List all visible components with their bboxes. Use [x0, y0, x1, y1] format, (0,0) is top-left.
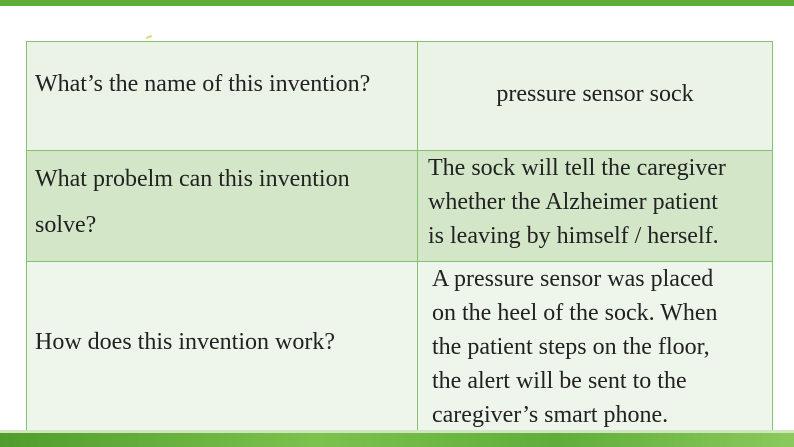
- question-text: What probelm can this invention solve?: [27, 156, 417, 248]
- answer-line: is leaving by himself / herself.: [428, 223, 719, 249]
- question-line: solve?: [35, 212, 97, 238]
- top-accent-bar: [0, 0, 794, 6]
- answer-line: the patient steps on the floor,: [432, 334, 710, 360]
- answer-cell: The sock will tell the caregiver whether…: [417, 150, 773, 262]
- answer-line: pressure sensor sock: [496, 81, 694, 107]
- answer-line: whether the Alzheimer patient: [428, 189, 718, 215]
- question-text: What’s the name of this invention?: [35, 71, 371, 97]
- answer-line: the alert will be sent to the: [432, 368, 687, 394]
- answer-line: caregiver’s smart phone.: [432, 402, 669, 428]
- invention-info-table: What’s the name of this invention? press…: [26, 41, 773, 433]
- answer-line: on the heel of the sock. When: [432, 300, 718, 326]
- answer-line: The sock will tell the caregiver: [428, 155, 726, 181]
- table-row: How does this invention work? A pressure…: [26, 261, 773, 433]
- bottom-grass-strip: [0, 433, 794, 447]
- question-cell: What’s the name of this invention?: [26, 41, 418, 151]
- question-text: How does this invention work?: [35, 329, 335, 355]
- question-cell: What probelm can this invention solve?: [26, 150, 418, 262]
- question-cell: How does this invention work?: [26, 261, 418, 433]
- table-row: What’s the name of this invention? press…: [26, 41, 773, 151]
- answer-line: A pressure sensor was placed: [432, 266, 714, 292]
- answer-cell: pressure sensor sock: [417, 41, 773, 151]
- answer-cell: A pressure sensor was placed on the heel…: [417, 261, 773, 433]
- answer-text: pressure sensor sock: [418, 77, 772, 111]
- table-row: What probelm can this invention solve? T…: [26, 150, 773, 262]
- question-line: What probelm can this invention: [35, 166, 350, 192]
- decorative-sparkle: [145, 35, 153, 39]
- bottom-strip-shadow: [0, 430, 794, 433]
- answer-text: A pressure sensor was placed on the heel…: [418, 262, 772, 432]
- answer-text: The sock will tell the caregiver whether…: [418, 151, 772, 253]
